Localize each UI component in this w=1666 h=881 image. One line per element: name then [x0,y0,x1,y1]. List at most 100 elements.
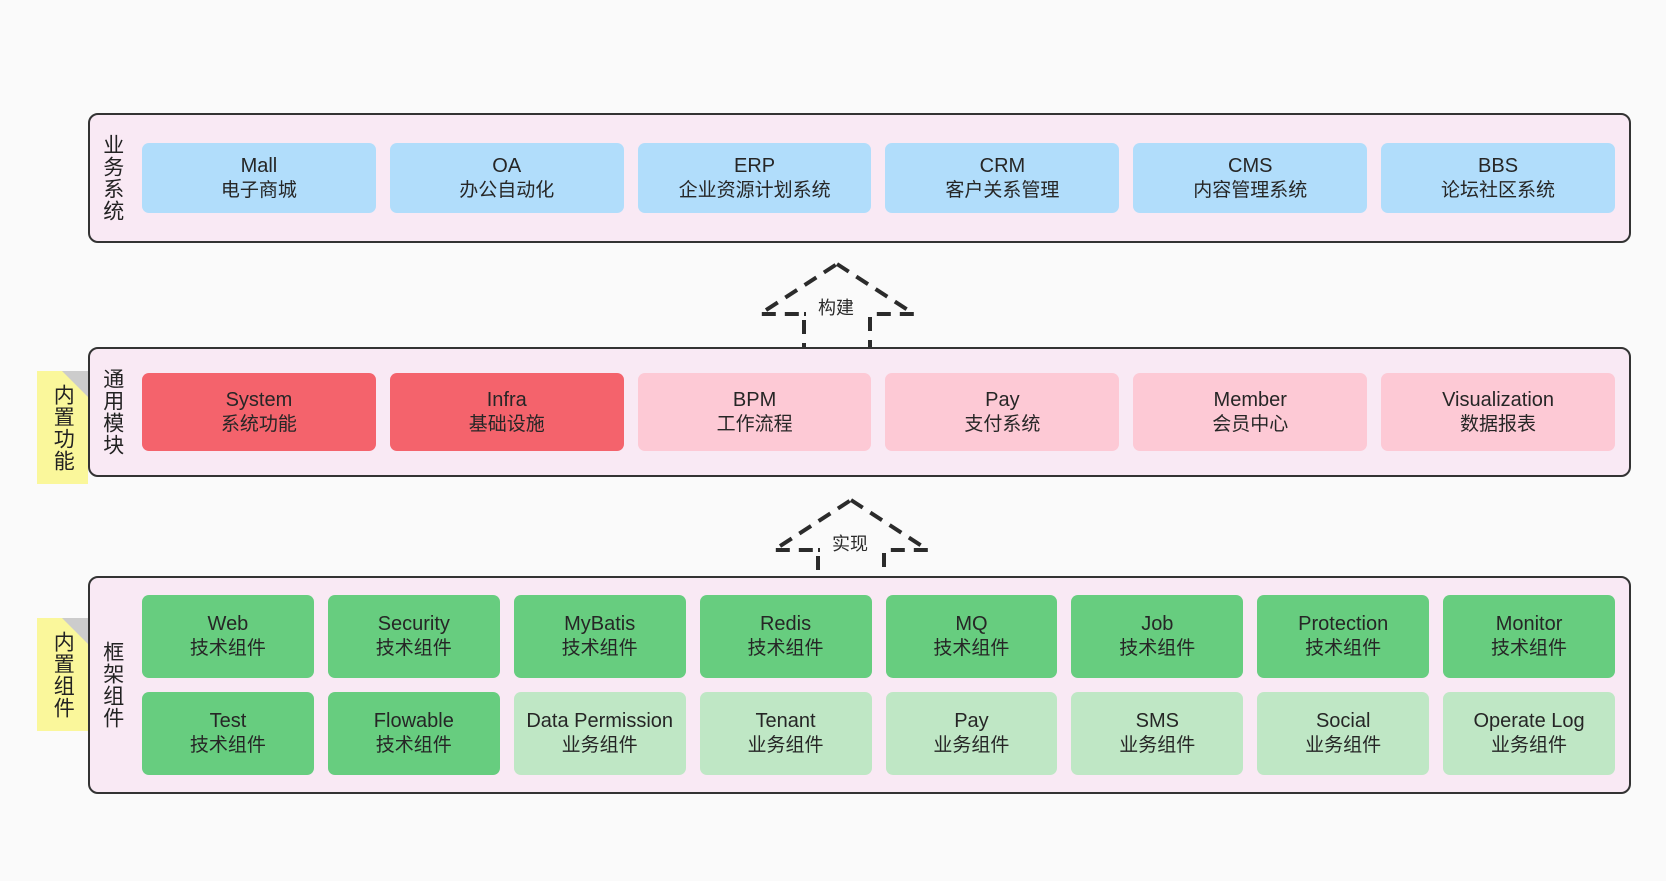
node-tenant[interactable]: Tenant 业务组件 [699,692,872,775]
layer-title-business-system: 业务系统 [100,134,124,222]
node-label-en: MQ [955,613,988,636]
arrow-implement: 实现 [766,494,936,586]
node-label-cn: 业务组件 [1119,735,1196,757]
node-redis[interactable]: Redis 技术组件 [699,595,872,678]
node-label-en: SMS [1135,710,1179,733]
arrow-label-build: 构建 [818,298,854,318]
node-label-en: Member [1213,388,1287,411]
node-label-cn: 技术组件 [561,638,638,660]
node-label-cn: 业务组件 [561,735,638,757]
node-visualization[interactable]: Visualization 数据报表 [1381,373,1615,451]
node-label-en: Visualization [1442,388,1555,411]
layer-title-common-module: 通用模块 [100,368,124,456]
node-protection[interactable]: Protection 技术组件 [1257,595,1430,678]
node-label-en: OA [492,154,522,177]
node-label-en: Test [209,710,247,733]
node-label-cn: 客户关系管理 [945,179,1060,201]
node-crm[interactable]: CRM 客户关系管理 [885,143,1120,213]
node-cms[interactable]: CMS 内容管理系统 [1133,143,1368,213]
node-label-en: Infra [486,388,527,411]
node-label-cn: 业务组件 [1491,735,1568,757]
node-label-cn: 论坛社区系统 [1441,179,1556,201]
note-label: 内置组件 [51,630,75,719]
node-mq[interactable]: MQ 技术组件 [885,595,1058,678]
node-label-en: CMS [1228,154,1273,177]
arrow-label-implement: 实现 [832,534,868,554]
node-label-cn: 支付系统 [964,413,1041,435]
node-label-cn: 技术组件 [1119,638,1196,660]
node-web[interactable]: Web 技术组件 [142,595,314,678]
node-label-en: Security [377,613,450,636]
node-label-en: Tenant [755,710,816,733]
arrow-build-glyph [753,261,921,350]
node-pay-business[interactable]: Pay 业务组件 [885,692,1058,775]
node-label-cn: 工作流程 [716,413,793,435]
node-label-cn: 内容管理系统 [1193,179,1308,201]
node-operate-log[interactable]: Operate Log 业务组件 [1443,692,1615,775]
note-builtin-component[interactable]: 内置组件 [37,618,88,731]
node-monitor[interactable]: Monitor 技术组件 [1443,595,1615,678]
node-label-en: Monitor [1495,613,1563,636]
layer-title-framework-component: 框架组件 [100,641,124,729]
node-label-en: CRM [979,154,1026,177]
node-label-cn: 业务组件 [747,735,824,757]
node-label-cn: 业务组件 [933,735,1010,757]
node-data-permission[interactable]: Data Permission 业务组件 [513,692,686,775]
layer-framework-component[interactable]: 框架组件 Web 技术组件 Security 技术组件 MyBatis 技术组件… [88,576,1631,794]
node-security[interactable]: Security 技术组件 [327,595,500,678]
node-bpm[interactable]: BPM 工作流程 [637,373,872,451]
node-label-en: Operate Log [1473,710,1585,733]
node-infra[interactable]: Infra 基础设施 [389,373,624,451]
layer-row: Web 技术组件 Security 技术组件 MyBatis 技术组件 Redi… [142,595,1615,678]
node-social[interactable]: Social 业务组件 [1257,692,1430,775]
note-label: 内置功能 [51,383,75,472]
node-label-cn: 技术组件 [189,638,266,660]
note-builtin-function[interactable]: 内置功能 [37,371,88,484]
layer-business-system[interactable]: 业务系统 Mall 电子商城 OA 办公自动化 ERP 企业资源计划系统 CRM… [88,113,1631,243]
node-label-cn: 技术组件 [1305,638,1382,660]
node-label-en: Pay [985,388,1020,411]
node-label-cn: 业务组件 [1305,735,1382,757]
node-mall[interactable]: Mall 电子商城 [142,143,376,213]
arrow-implement-glyph [767,497,935,586]
node-label-cn: 数据报表 [1460,413,1537,435]
node-label-en: Web [207,613,249,636]
layer-body-business-system: Mall 电子商城 OA 办公自动化 ERP 企业资源计划系统 CRM 客户关系… [134,115,1629,241]
node-label-cn: 技术组件 [933,638,1010,660]
node-label-cn: 技术组件 [747,638,824,660]
node-label-cn: 技术组件 [1491,638,1568,660]
node-sms[interactable]: SMS 业务组件 [1071,692,1244,775]
node-label-cn: 技术组件 [189,735,266,757]
layer-row: Test 技术组件 Flowable 技术组件 Data Permission … [142,692,1615,775]
node-label-en: Data Permission [526,710,674,733]
node-oa[interactable]: OA 办公自动化 [389,143,624,213]
node-label-cn: 基础设施 [468,413,545,435]
node-mybatis[interactable]: MyBatis 技术组件 [513,595,686,678]
node-system[interactable]: System 系统功能 [142,373,376,451]
node-label-en: System [225,388,293,411]
node-test[interactable]: Test 技术组件 [142,692,314,775]
node-label-en: Redis [759,613,812,636]
node-bbs[interactable]: BBS 论坛社区系统 [1381,143,1615,213]
node-label-en: MyBatis [564,613,636,636]
node-label-cn: 办公自动化 [459,179,555,201]
arrow-build: 构建 [752,258,922,350]
node-label-en: BPM [732,388,777,411]
layer-common-module[interactable]: 通用模块 System 系统功能 Infra 基础设施 BPM 工作流程 Pay… [88,347,1631,477]
node-label-en: Flowable [373,710,454,733]
node-label-en: Protection [1298,613,1389,636]
layer-row: System 系统功能 Infra 基础设施 BPM 工作流程 Pay 支付系统… [142,373,1615,451]
node-label-cn: 技术组件 [375,735,452,757]
node-label-en: Mall [240,154,278,177]
node-member[interactable]: Member 会员中心 [1133,373,1368,451]
node-job[interactable]: Job 技术组件 [1071,595,1244,678]
node-label-cn: 技术组件 [375,638,452,660]
layer-body-framework-component: Web 技术组件 Security 技术组件 MyBatis 技术组件 Redi… [134,578,1629,792]
node-flowable[interactable]: Flowable 技术组件 [327,692,500,775]
node-label-en: BBS [1478,154,1519,177]
node-label-en: Pay [954,710,989,733]
node-erp[interactable]: ERP 企业资源计划系统 [637,143,872,213]
node-pay[interactable]: Pay 支付系统 [885,373,1120,451]
node-label-cn: 企业资源计划系统 [678,179,831,201]
